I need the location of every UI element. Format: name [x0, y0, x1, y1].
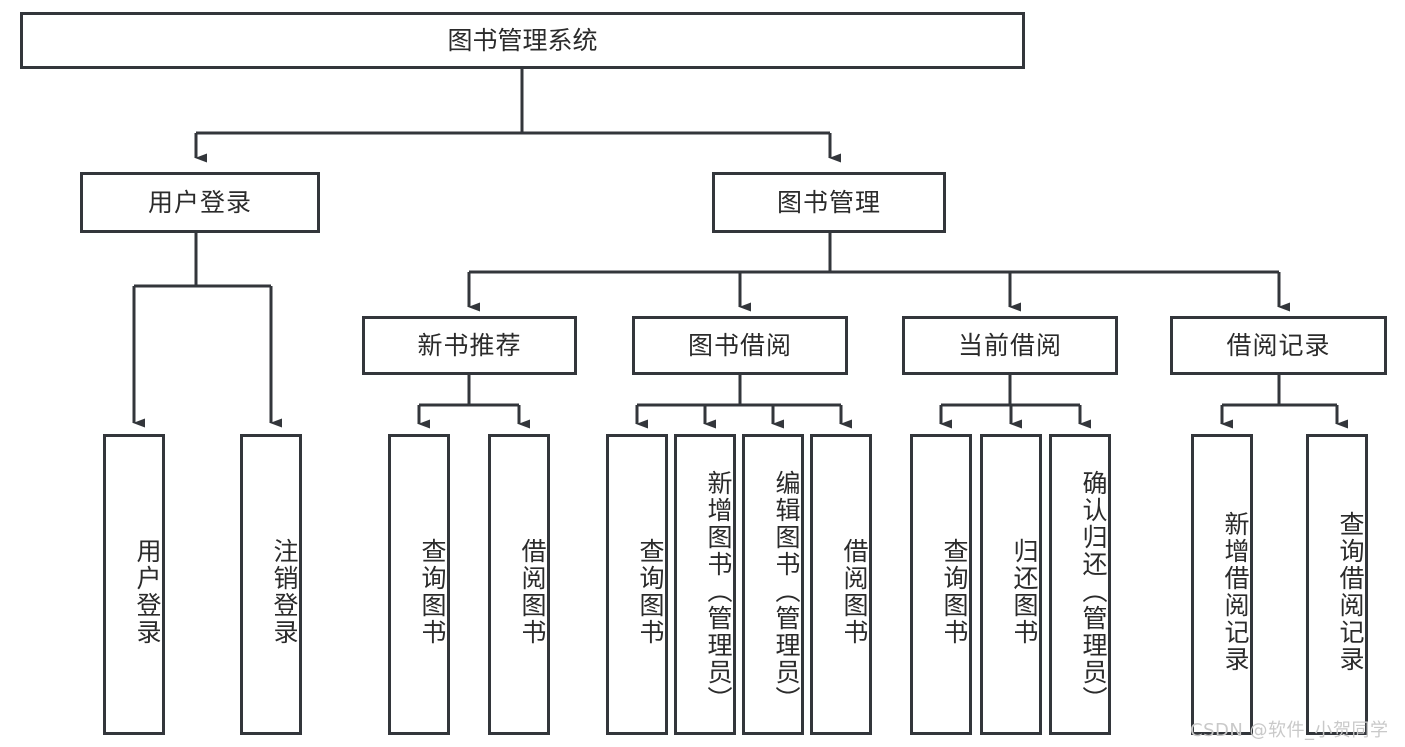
leaf-label: 新增图书（管理员）: [704, 470, 733, 713]
node-book-management-label: 图书管理: [776, 187, 881, 217]
leaf-label: 查询图书: [940, 537, 969, 646]
leaf-label: 借阅图书: [518, 537, 547, 646]
leaf-label: 注销登录: [270, 537, 299, 646]
node-current-borrow-label: 当前借阅: [957, 330, 1062, 360]
leaf-label: 确认归还（管理员）: [1079, 470, 1108, 713]
leaf-user-login-logout[interactable]: 注销登录: [240, 434, 302, 735]
leaf-book-borrow-query-book[interactable]: 查询图书: [606, 434, 668, 735]
leaf-label: 查询图书: [418, 537, 447, 646]
node-new-book-recommend[interactable]: 新书推荐: [362, 316, 577, 375]
leaf-label: 编辑图书（管理员）: [772, 470, 801, 713]
leaf-label: 新增借阅记录: [1221, 510, 1250, 673]
leaf-borrow-record-query-record[interactable]: 查询借阅记录: [1306, 434, 1368, 735]
node-user-login-label: 用户登录: [147, 187, 252, 217]
node-book-borrow[interactable]: 图书借阅: [632, 316, 848, 375]
node-root-book-management-system[interactable]: 图书管理系统: [20, 12, 1025, 69]
node-current-borrow[interactable]: 当前借阅: [902, 316, 1118, 375]
leaf-new-book-query-book[interactable]: 查询图书: [388, 434, 450, 735]
leaf-book-borrow-add-book-admin[interactable]: 新增图书（管理员）: [674, 434, 736, 735]
leaf-label: 查询借阅记录: [1336, 510, 1365, 673]
leaf-label: 归还图书: [1010, 537, 1039, 646]
node-book-management[interactable]: 图书管理: [712, 172, 946, 233]
node-root-label: 图书管理系统: [447, 25, 598, 55]
leaf-borrow-record-add-record[interactable]: 新增借阅记录: [1191, 434, 1253, 735]
leaf-label: 查询图书: [636, 537, 665, 646]
leaf-current-borrow-query-book[interactable]: 查询图书: [910, 434, 972, 735]
leaf-label: 借阅图书: [840, 537, 869, 646]
node-new-book-recommend-label: 新书推荐: [417, 330, 522, 360]
node-borrow-record[interactable]: 借阅记录: [1170, 316, 1387, 375]
leaf-book-borrow-borrow-book[interactable]: 借阅图书: [810, 434, 872, 735]
csdn-watermark: CSDN @软件_小贺同学: [1190, 720, 1389, 741]
node-borrow-record-label: 借阅记录: [1226, 330, 1331, 360]
leaf-current-borrow-confirm-return-admin[interactable]: 确认归还（管理员）: [1049, 434, 1111, 735]
leaf-user-login-login[interactable]: 用户登录: [103, 434, 165, 735]
leaf-book-borrow-edit-book-admin[interactable]: 编辑图书（管理员）: [742, 434, 804, 735]
leaf-new-book-borrow-book[interactable]: 借阅图书: [488, 434, 550, 735]
node-book-borrow-label: 图书借阅: [687, 330, 792, 360]
leaf-current-borrow-return-book[interactable]: 归还图书: [980, 434, 1042, 735]
leaf-label: 用户登录: [133, 537, 162, 646]
node-user-login[interactable]: 用户登录: [80, 172, 320, 233]
